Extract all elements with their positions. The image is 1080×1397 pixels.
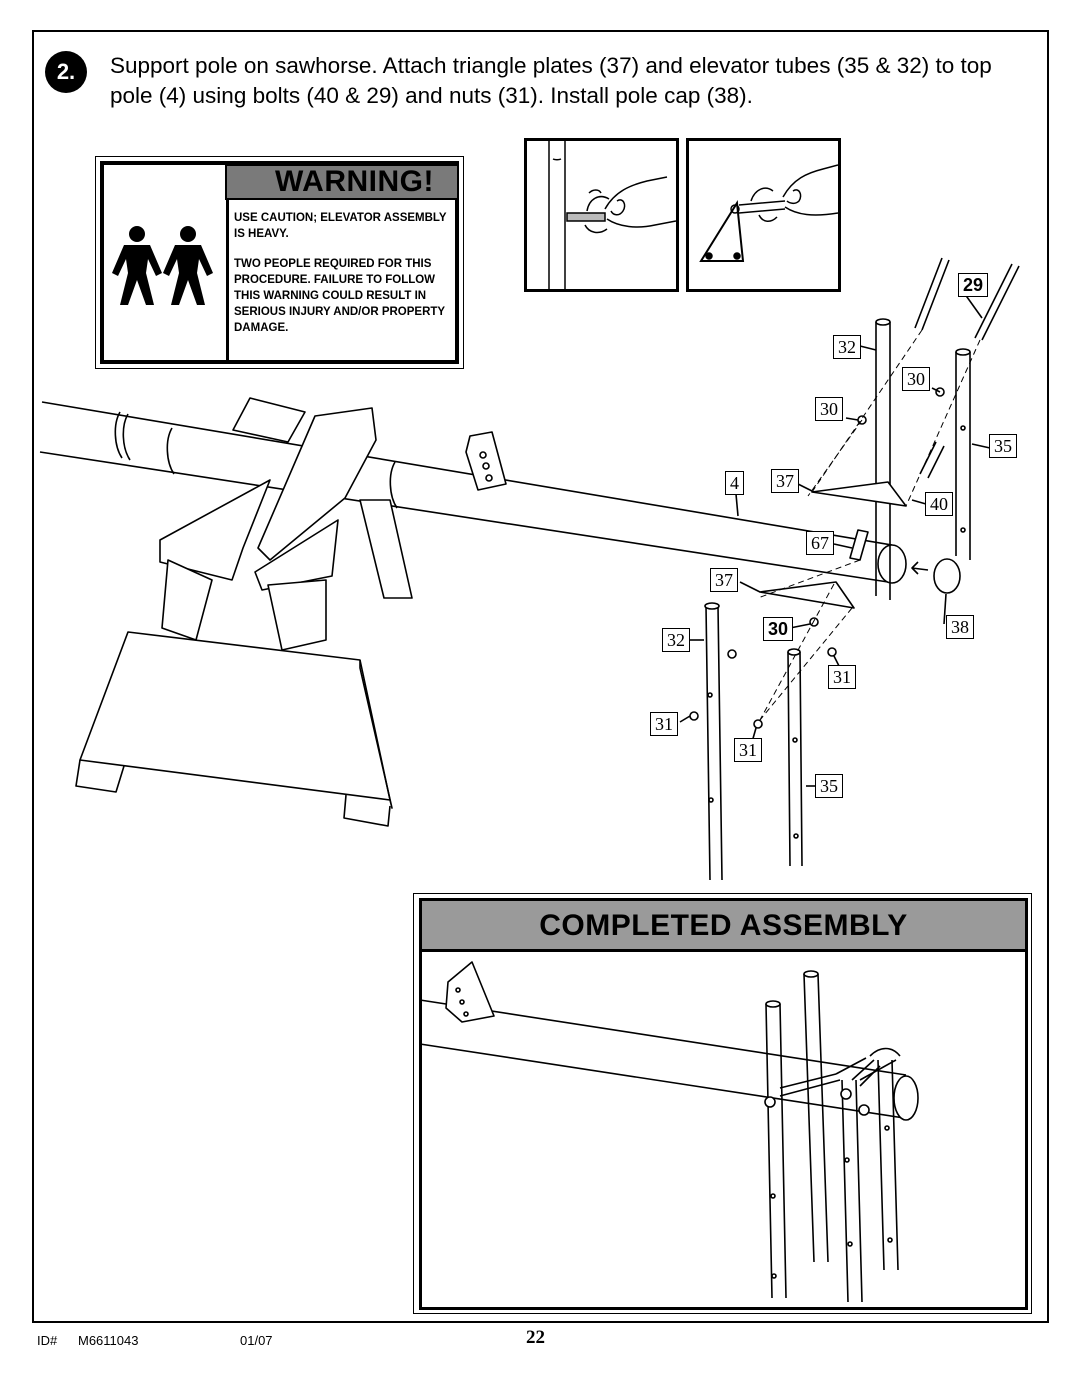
callout-35-upper: 35 bbox=[989, 434, 1017, 458]
callout-31-right: 31 bbox=[828, 665, 856, 689]
completed-assembly-title: COMPLETED ASSEMBLY bbox=[419, 898, 1028, 952]
footer-id-value: M6611043 bbox=[78, 1333, 139, 1348]
callout-32-upper: 32 bbox=[833, 335, 861, 359]
callout-38: 38 bbox=[946, 615, 974, 639]
callout-31-middle: 31 bbox=[734, 738, 762, 762]
callout-67: 67 bbox=[806, 531, 834, 555]
page-number: 22 bbox=[526, 1327, 545, 1348]
step-instruction: Support pole on sawhorse. Attach triangl… bbox=[110, 53, 992, 108]
callout-35-lower: 35 bbox=[815, 774, 843, 798]
two-people-icon bbox=[104, 165, 229, 360]
step-number-badge: 2. bbox=[45, 51, 87, 93]
warning-box bbox=[95, 156, 464, 369]
completed-assembly-box bbox=[419, 951, 1028, 1310]
inset-hand-plate-bolt bbox=[686, 138, 841, 292]
callout-30-upper-left: 30 bbox=[815, 397, 843, 421]
warning-line-2: TWO PEOPLE REQUIRED FOR THIS PROCEDURE. … bbox=[234, 258, 445, 334]
callout-4: 4 bbox=[725, 471, 744, 495]
callout-37-lower: 37 bbox=[710, 568, 738, 592]
callout-37-upper: 37 bbox=[771, 469, 799, 493]
callout-30-lower: 30 bbox=[763, 617, 794, 641]
inset-hand-insert-bolt bbox=[524, 138, 679, 292]
page-frame bbox=[32, 30, 1049, 1323]
callout-40: 40 bbox=[925, 492, 953, 516]
warning-text: USE CAUTION; ELEVATOR ASSEMBLY IS HEAVY.… bbox=[234, 210, 459, 350]
footer-date: 01/07 bbox=[240, 1333, 273, 1348]
callout-30-upper-right: 30 bbox=[902, 367, 930, 391]
callout-31-left: 31 bbox=[650, 712, 678, 736]
footer-id-label: ID# bbox=[37, 1333, 58, 1348]
callout-32-lower: 32 bbox=[662, 628, 690, 652]
warning-line-1: USE CAUTION; ELEVATOR ASSEMBLY IS HEAVY. bbox=[234, 212, 447, 240]
completed-assembly-frame bbox=[413, 893, 1032, 1314]
callout-29: 29 bbox=[958, 273, 989, 297]
warning-title: WARNING! bbox=[225, 164, 459, 200]
